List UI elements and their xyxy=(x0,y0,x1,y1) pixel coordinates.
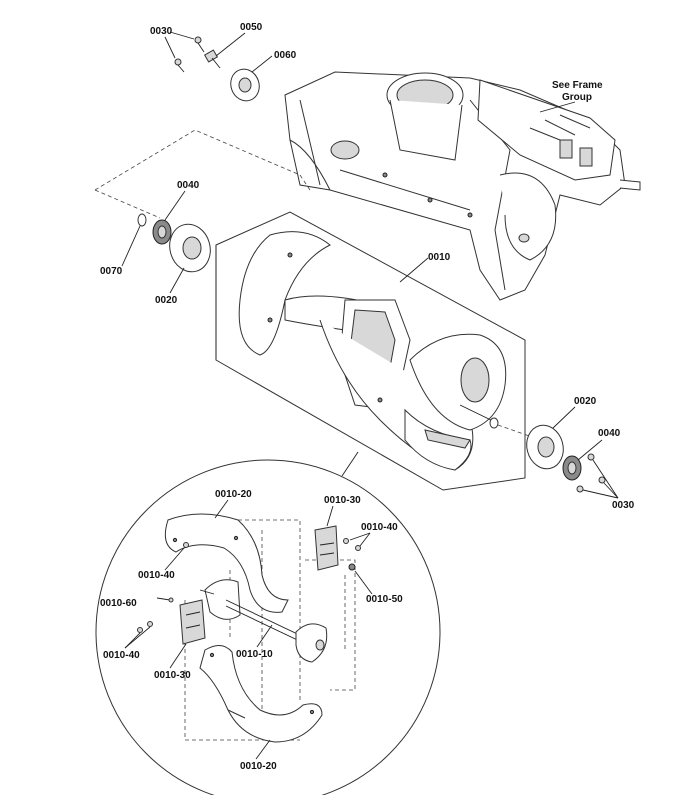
paddle-0010-20-bottom xyxy=(199,645,323,743)
nut-0010-50 xyxy=(348,563,356,571)
paddle-0010-20-top xyxy=(164,513,289,613)
shaft-0010-10 xyxy=(199,579,328,663)
label-0010-10: 0010-10 xyxy=(236,649,273,660)
see-frame-label: See Frame xyxy=(552,80,603,91)
label-0040-left: 0040 xyxy=(177,180,200,191)
label-0050: 0050 xyxy=(240,22,263,33)
label-0010-40-right: 0010-40 xyxy=(361,522,398,533)
label-0010-40-left: 0010-40 xyxy=(138,570,175,581)
washer-0070 xyxy=(137,213,147,227)
bearing-0040-left xyxy=(152,219,172,245)
bracket-0010-30-bottom xyxy=(179,599,206,645)
label-0010-20-bottom: 0010-20 xyxy=(240,761,277,772)
label-0030-top: 0030 xyxy=(150,26,173,37)
bolt-0030-top xyxy=(174,36,205,73)
label-0010-30-bottom: 0010-30 xyxy=(154,670,191,681)
bracket-0010-30-top xyxy=(314,525,339,571)
label-0010-60: 0010-60 xyxy=(100,598,137,609)
label-0020-right: 0020 xyxy=(574,396,597,407)
bearing-0040-right xyxy=(562,455,582,481)
label-0010-50: 0010-50 xyxy=(366,594,403,605)
bolts-0010-40-right xyxy=(343,538,361,551)
label-0060: 0060 xyxy=(274,50,297,61)
auger-assembly-0010 xyxy=(238,231,507,471)
bolts-0010-40-bottom xyxy=(137,621,153,633)
label-0030-right: 0030 xyxy=(612,500,635,511)
flange-0020-right xyxy=(526,424,564,470)
auger-housing xyxy=(284,71,641,301)
label-0010-30-top: 0010-30 xyxy=(324,495,361,506)
label-0070: 0070 xyxy=(100,266,123,277)
flange-0020-left xyxy=(169,223,211,273)
group-label: Group xyxy=(562,92,592,103)
label-0020-left: 0020 xyxy=(155,295,178,306)
bolt-0050 xyxy=(203,49,221,69)
bolt-0010-60 xyxy=(156,597,174,603)
bolt-0010-40-left xyxy=(183,542,189,548)
bearing-flange-0060 xyxy=(230,68,260,102)
label-0010-20-top: 0010-20 xyxy=(215,489,252,500)
bolts-0030-right xyxy=(576,453,606,493)
detail-circle xyxy=(95,459,441,795)
label-0040-right: 0040 xyxy=(598,428,621,439)
label-0010: 0010 xyxy=(428,252,451,263)
label-0010-40-bottom: 0010-40 xyxy=(103,650,140,661)
